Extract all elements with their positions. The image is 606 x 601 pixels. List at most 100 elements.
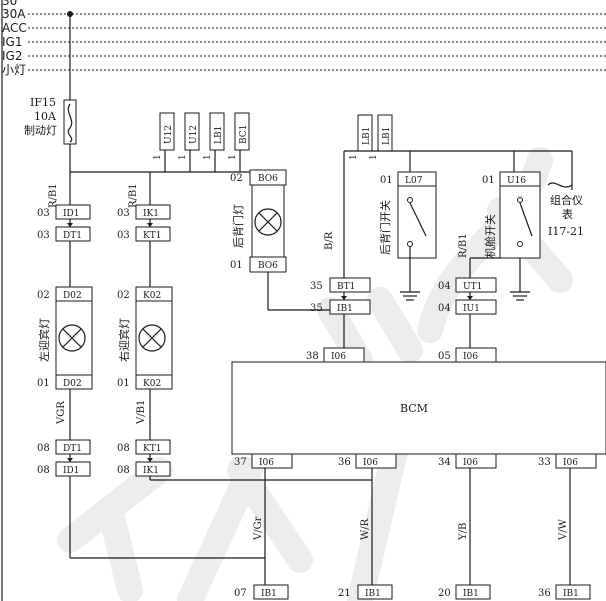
hood-switch-body [499,185,541,259]
pin-02: 02 [37,290,50,301]
bcm-pin-36-connector [355,453,397,469]
pin-35: 35 [310,281,323,292]
fuse-rating: 10A [34,110,57,123]
pin-03: 03 [37,230,50,241]
pin-05: 05 [438,351,451,362]
fuse-body [63,99,77,145]
pin-08: 08 [37,465,50,476]
pin-07: 07 [234,588,247,599]
pin-1: 1 [369,154,379,160]
connector-id1-label: ID1 [63,209,80,219]
connector-dt1-top [55,226,91,242]
cluster-label-2: 表 [562,207,573,221]
rail-label-small-lamp: 小灯 [2,63,26,77]
connector-u16-label: U16 [507,176,526,186]
connector-i06: I06 [259,458,274,468]
wire-label-br: B/R [324,231,335,250]
connector-kt1-bottom [135,439,171,455]
connector-ik1-bottom [135,461,171,477]
pin-03: 03 [117,208,130,219]
right-lamp-label: 右迎宾灯 [117,318,131,362]
connector-iu1 [455,299,497,315]
pin-37: 37 [234,457,247,468]
wire-label-vw: V/W [558,518,569,541]
connector-d02-bottom-label: D02 [63,379,82,389]
connector-lb1-b: LB1 [362,127,372,145]
pin-03: 03 [117,230,130,241]
pin-02: 02 [230,173,243,184]
wire-label-rb1-right: R/B1 [128,183,139,208]
left-welcome-lamp: ID1 03 DT1 03 D02 02 D02 01 左迎宾灯 VGR DT1… [37,172,265,559]
tailgate-lamp-label: 后背门灯 [231,204,245,248]
connector-d02-top-label: D02 [63,291,82,301]
pin-1: 1 [228,154,238,160]
connector-lb1-c: LB1 [382,127,392,145]
connector-ib1-07: IB1 [261,589,277,599]
pin-1: 1 [203,154,213,160]
connector-ik1 [135,204,171,220]
instrument-cluster: 组合仪 表 I17-21 [547,151,584,238]
connector-ib1-label: IB1 [337,304,353,314]
rail-label-acc: ACC [2,21,27,35]
connector-k02-bottom [135,374,173,390]
wire-label-vgr2: V/Gr [253,516,264,541]
fuse-name: 制动灯 [24,124,57,137]
top-connector-group-right: LB1 LB1 1 1 [344,114,572,160]
connector-id1-bottom-label: ID1 [63,466,80,476]
tailgate-switch: L07 01 后背门开关 [378,151,437,301]
connector-bt1-label: BT1 [337,282,355,292]
pin-08: 08 [117,465,130,476]
wire-label-yb: Y/B [458,523,469,541]
connector-i06: I06 [331,352,346,362]
pin-20: 20 [438,588,451,599]
pin-36: 36 [338,457,351,468]
hood-switch: U16 01 机舱开关 [469,151,541,301]
left-lamp-label: 左迎宾灯 [37,318,51,362]
connector-lb1-a: LB1 [214,126,224,144]
rail-label-30: 30 [2,0,17,8]
connector-dt1-top-label: DT1 [63,231,82,241]
pin-08: 08 [37,443,50,454]
tailgate-switch-label: 后背门开关 [378,200,392,255]
connector-kt1-top [135,226,171,242]
connector-ib1-36: IB1 [563,589,579,599]
connector-bo6-bottom-label: BO6 [258,261,278,271]
pin-01: 01 [37,378,50,389]
pin-21: 21 [338,588,351,599]
wire-label-vgr: VGR [56,401,67,425]
pin-04: 04 [438,303,451,314]
connector-kt1-top-label: KT1 [143,231,161,241]
connector-u12-b: U12 [189,125,199,144]
tailgate-switch-body [397,185,437,259]
pin-01: 01 [117,378,130,389]
connector-i06: I06 [363,458,378,468]
hood-switch-label: 机舱开关 [483,214,497,258]
pin-34: 34 [438,457,451,468]
pin-03: 03 [37,208,50,219]
pin-08: 08 [117,443,130,454]
bcm-pin-37-connector [251,453,293,469]
connector-u12-a: U12 [164,125,174,144]
rail-label-ig2: IG2 [2,49,22,63]
connector-l07-label: L07 [405,176,423,186]
connector-ut1 [455,277,497,293]
bcm-label: BCM [400,402,428,415]
rail-label-30a: 30A [2,7,26,21]
connector-i06: I06 [563,458,578,468]
connector-ut1-label: UT1 [463,282,482,292]
fuse-if15: IF15 10A 制动灯 [24,14,77,172]
tailgate-inline-connector: BT1 35 IB1 35 [310,277,371,350]
pin-1: 1 [349,154,359,160]
bcm-module: BCM I06 38 I06 05 I06 37 I06 36 I06 34 I… [231,347,606,469]
connector-dt1-bottom [55,439,91,455]
connector-ik1-bottom-label: IK1 [143,466,159,476]
bcm-body [231,361,606,455]
wire-label-vb1: V/B1 [136,400,147,425]
connector-d02-bottom [55,374,93,390]
pin-04: 04 [438,281,451,292]
bcm-pin-38-connector [323,347,365,363]
pin-02: 02 [117,290,130,301]
tailgate-lamp: BO6 02 BO6 01 后背门灯 [230,169,344,311]
